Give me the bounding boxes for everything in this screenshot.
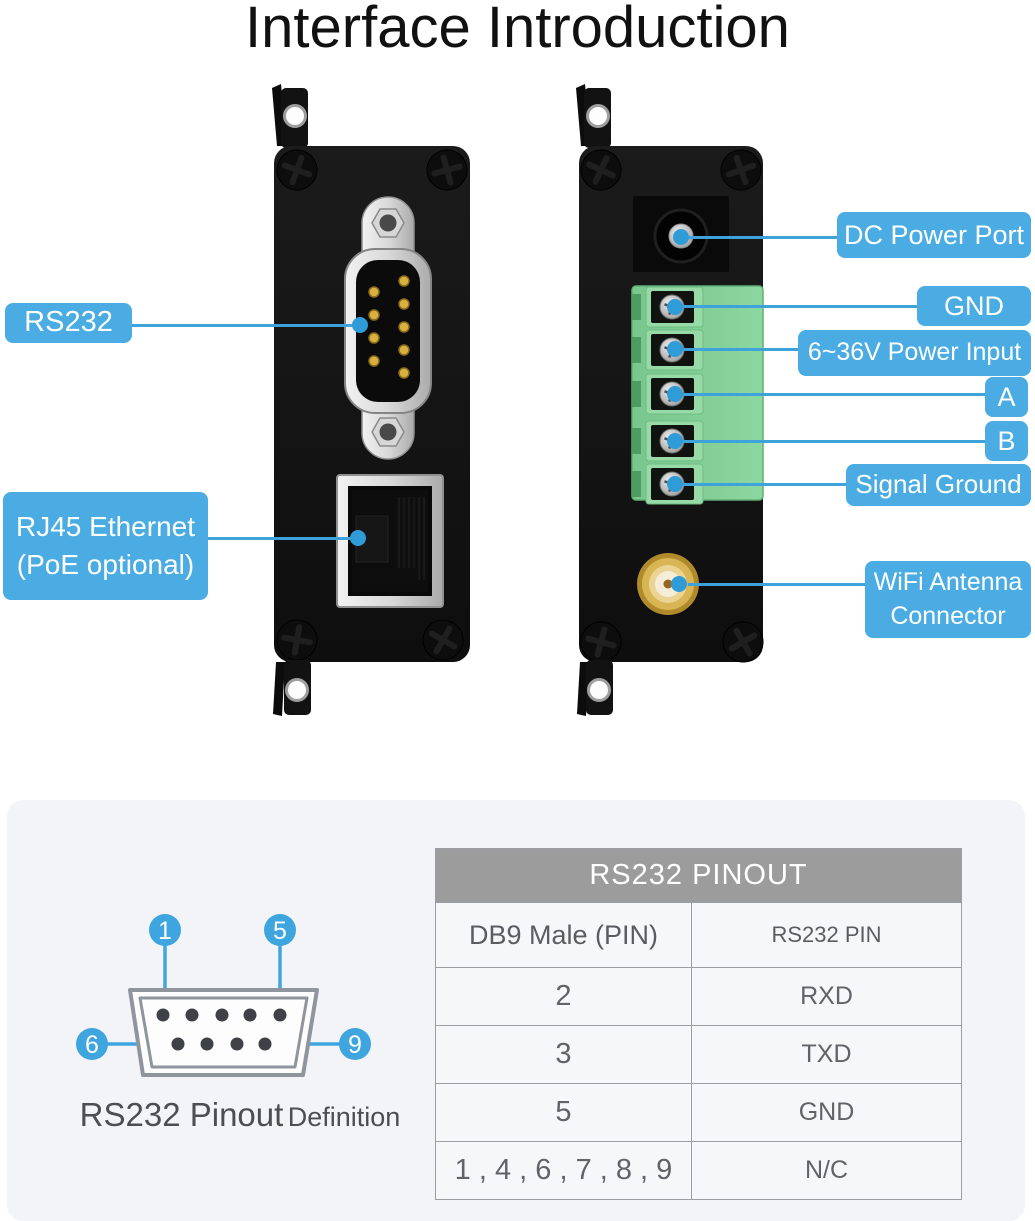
pin-number-9: 9	[339, 1028, 371, 1060]
pinout-caption: RS232 Pinout Definition	[70, 1096, 410, 1134]
rs232-pin-cell: RXD	[800, 982, 853, 1010]
signal-ground-callout-line	[682, 483, 846, 486]
rs232-callout-line	[130, 324, 360, 327]
pin-number-6: 6	[76, 1028, 108, 1060]
pinout-caption-sub: Definition	[287, 1102, 401, 1132]
db9-pin-cell: 1 , 4 , 6 , 7 , 8 , 9	[436, 1142, 692, 1199]
rs232-pin-cell: GND	[798, 1098, 855, 1126]
wifi-antenna-label-line2: Connector	[890, 601, 1006, 630]
mounting-ear-edge	[273, 662, 285, 716]
rj45-callout-line	[205, 537, 358, 540]
screw	[422, 619, 464, 661]
screw	[276, 619, 318, 661]
rs232-label: RS232	[5, 303, 132, 343]
wifi-callout-dot	[671, 576, 687, 592]
ear-hole	[587, 678, 611, 702]
signal-ground-callout-dot	[667, 476, 683, 492]
gnd-callout-dot	[667, 299, 683, 315]
b-callout-dot	[667, 433, 683, 449]
screw	[720, 149, 762, 191]
db9-pin-cell: 3	[436, 1026, 692, 1083]
db9-pinout-diagram: 1 5 6 9	[76, 914, 371, 1077]
table-row: 1 , 4 , 6 , 7 , 8 , 9 N/C	[436, 1141, 961, 1199]
power-input-label: 6~36V Power Input	[798, 330, 1031, 376]
svg-text:1: 1	[158, 917, 172, 945]
left-device-panel	[272, 84, 470, 716]
column-header-rs232: RS232 PIN	[771, 922, 882, 947]
a-callout-line	[682, 393, 985, 396]
table-row: 5 GND	[436, 1083, 961, 1141]
device-illustration	[272, 84, 764, 716]
db9-pin-cell: 5	[436, 1084, 692, 1141]
screw	[426, 149, 468, 191]
column-header-db9: DB9 Male (PIN)	[436, 903, 692, 967]
db9-diagram-pins	[156, 1008, 287, 1051]
ear-hole	[285, 678, 309, 702]
signal-ground-label: Signal Ground	[846, 464, 1031, 506]
table-row: 2 RXD	[436, 967, 961, 1025]
screw	[722, 621, 764, 663]
screw	[580, 149, 622, 191]
dc-power-callout-line	[688, 236, 837, 239]
a-callout-dot	[667, 386, 683, 402]
table-row: 3 TXD	[436, 1025, 961, 1083]
b-callout-line	[682, 440, 985, 443]
ear-hole	[586, 104, 610, 128]
db9-pins	[368, 275, 410, 379]
dc-power-callout-dot	[673, 229, 689, 245]
gnd-callout-line	[682, 305, 917, 308]
pin-number-1: 1	[149, 914, 181, 946]
wifi-antenna-label: WiFi Antenna Connector	[865, 561, 1031, 638]
rj45-label: RJ45 Ethernet (PoE optional)	[3, 492, 208, 600]
gnd-label: GND	[917, 286, 1031, 326]
db9-outline	[128, 988, 319, 1077]
screw	[276, 149, 318, 191]
a-label: A	[985, 377, 1028, 417]
svg-text:5: 5	[273, 917, 287, 945]
power-input-callout-line	[682, 348, 798, 351]
pinout-caption-main: RS232 Pinout	[79, 1096, 284, 1133]
rj45-label-line1: RJ45 Ethernet	[16, 511, 195, 543]
b-label: B	[985, 421, 1028, 461]
page-title: Interface Introduction	[245, 0, 790, 60]
screw	[580, 621, 622, 663]
table-title: RS232 PINOUT	[436, 849, 961, 902]
wifi-callout-line	[688, 583, 865, 586]
wifi-antenna-label-line1: WiFi Antenna	[873, 567, 1023, 596]
rj45-label-line2: (PoE optional)	[16, 549, 195, 580]
svg-text:6: 6	[85, 1031, 99, 1059]
rj45-callout-dot	[350, 530, 366, 546]
table-column-header-row: DB9 Male (PIN) RS232 PIN	[436, 902, 961, 967]
ear-hole	[283, 104, 307, 128]
power-input-callout-dot	[667, 341, 683, 357]
svg-text:9: 9	[348, 1031, 362, 1059]
db9-pin-cell: 2	[436, 968, 692, 1025]
rs232-pin-cell: N/C	[804, 1156, 849, 1184]
rs232-callout-dot	[352, 317, 368, 333]
rs232-pinout-table: RS232 PINOUT DB9 Male (PIN) RS232 PIN 2 …	[435, 848, 962, 1200]
sma-connector	[637, 553, 699, 615]
pin-number-5: 5	[264, 914, 296, 946]
rs232-pin-cell: TXD	[801, 1040, 852, 1068]
db9-connector	[344, 196, 432, 460]
dc-power-label: DC Power Port	[837, 212, 1031, 258]
